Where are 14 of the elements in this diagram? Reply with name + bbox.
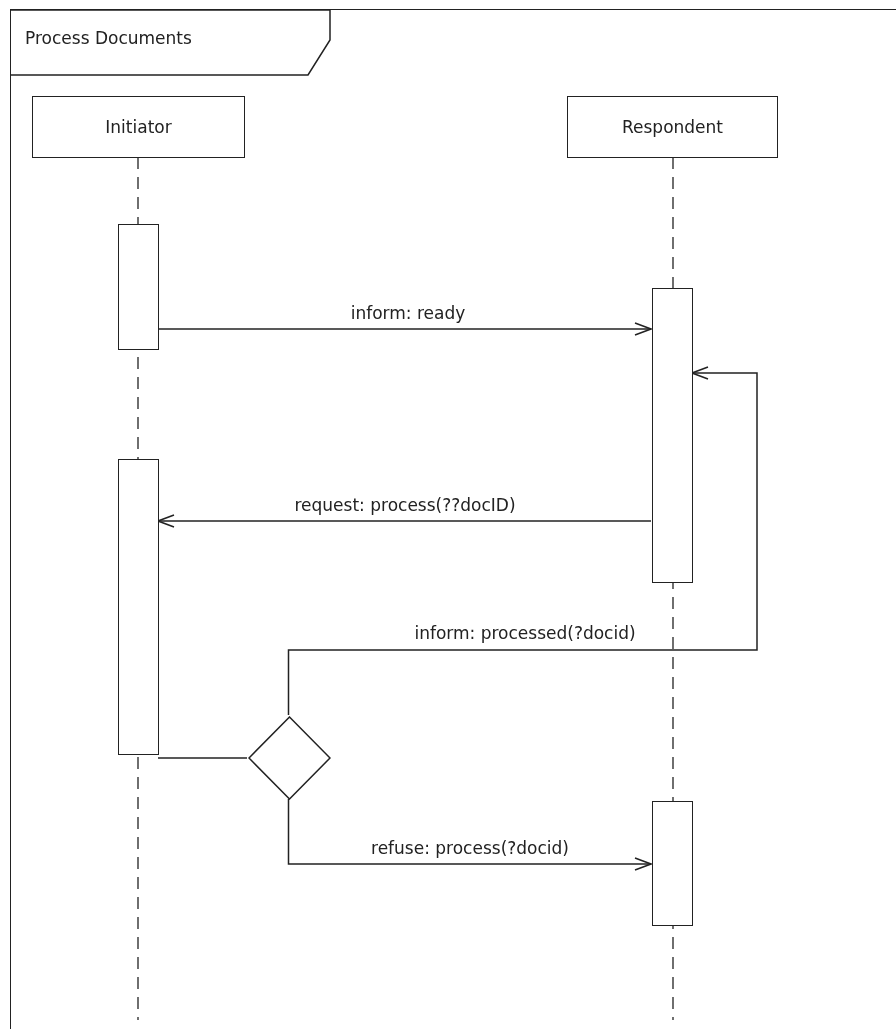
frame-title: Process Documents [25,28,192,48]
lifeline-head: Respondent [567,96,778,158]
message-arrow [157,514,652,528]
message-arrow [287,366,758,716]
activation-bar [118,459,159,755]
activation-bar [652,801,693,926]
message-arrow [157,322,652,336]
decision-diamond [248,716,331,800]
activation-bar [652,288,693,583]
activation-bar [118,224,159,350]
frame [10,9,896,1029]
edge-label: refuse: process(?docid) [369,838,571,858]
message-arrow [287,798,652,871]
lifeline-head: Initiator [32,96,245,158]
